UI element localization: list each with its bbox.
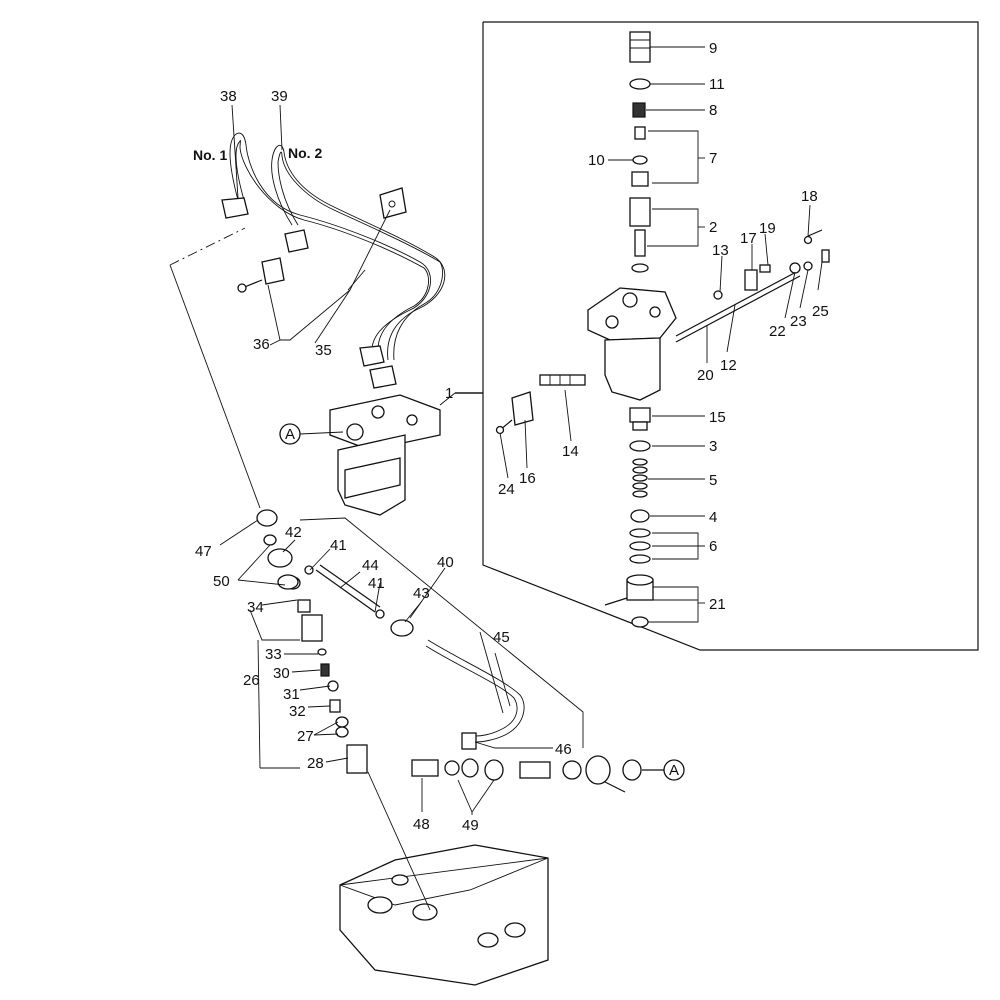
part-number-8: 8 <box>709 102 717 119</box>
part-number-32: 32 <box>289 703 306 720</box>
reference-letter-left: A <box>285 426 295 443</box>
part-number-1: 1 <box>445 385 453 402</box>
part-number-2: 2 <box>709 219 717 236</box>
part-number-11: 11 <box>709 76 725 93</box>
part-numbers: 9 11 8 7 10 2 13 17 19 18 22 23 25 12 20… <box>195 40 829 834</box>
part-number-15: 15 <box>709 409 726 426</box>
adjusting-shims <box>629 528 651 564</box>
pump-housing-detail <box>587 287 677 401</box>
part-number-38: 38 <box>220 88 237 105</box>
part-number-31: 31 <box>283 686 300 703</box>
part-number-25: 25 <box>812 303 829 320</box>
delivery-valve <box>631 126 649 187</box>
injection-pump-assembly <box>329 394 441 516</box>
cylinder-head <box>339 844 549 986</box>
plunger-spring <box>632 458 648 498</box>
reference-marker-a-right: A <box>663 759 685 781</box>
part-number-27: 27 <box>297 728 314 745</box>
part-number-36: 36 <box>253 336 270 353</box>
part-number-44: 44 <box>362 557 379 574</box>
tappet-assembly <box>604 574 654 628</box>
plunger-barrel <box>629 197 651 273</box>
o-ring <box>629 78 651 90</box>
part-number-21: 21 <box>709 596 726 613</box>
leader-lines <box>169 46 823 911</box>
part-number-19: 19 <box>759 220 776 237</box>
pipe-label-no1: No. 1 <box>193 147 227 163</box>
part-number-30: 30 <box>273 665 290 682</box>
part-number-47: 47 <box>195 543 212 560</box>
part-number-9: 9 <box>709 40 717 57</box>
part-number-18: 18 <box>801 188 818 205</box>
part-number-7: 7 <box>709 150 717 167</box>
upper-spring-seat <box>629 440 651 452</box>
part-number-41a: 41 <box>330 537 347 554</box>
part-number-26: 26 <box>243 672 260 689</box>
return-pipe-short <box>277 564 414 637</box>
part-number-14: 14 <box>562 443 579 460</box>
part-number-12: 12 <box>720 357 737 374</box>
part-number-13: 13 <box>712 242 729 259</box>
part-number-24: 24 <box>498 481 515 498</box>
part-number-45: 45 <box>493 629 510 646</box>
part-number-20: 20 <box>697 367 714 384</box>
part-number-16: 16 <box>519 470 536 487</box>
return-pipe-long <box>425 639 525 750</box>
part-number-6: 6 <box>709 538 717 555</box>
detail-frame <box>455 21 979 651</box>
control-rack <box>539 374 586 386</box>
part-number-23: 23 <box>790 313 807 330</box>
reference-marker-a-left: A <box>279 423 301 445</box>
part-number-43: 43 <box>413 585 430 602</box>
part-number-48: 48 <box>413 816 430 833</box>
rack-plate <box>495 391 534 435</box>
part-number-3: 3 <box>709 438 717 455</box>
delivery-valve-holder <box>629 31 651 63</box>
eye-bolt-row <box>411 755 665 793</box>
part-number-33: 33 <box>265 646 282 663</box>
control-rod <box>675 229 830 343</box>
valve-spring <box>632 102 646 118</box>
part-number-22: 22 <box>769 323 786 340</box>
part-number-4: 4 <box>709 509 717 526</box>
part-number-17: 17 <box>740 230 757 247</box>
clamp-bolt <box>237 257 285 293</box>
pipe-clamp <box>379 187 407 219</box>
injection-pipe-no1 <box>221 132 431 367</box>
part-number-40: 40 <box>437 554 454 571</box>
lower-spring-seat <box>630 509 650 523</box>
part-number-28: 28 <box>307 755 324 772</box>
part-number-35: 35 <box>315 342 332 359</box>
part-number-41b: 41 <box>368 575 385 592</box>
reference-letter-right: A <box>669 762 679 779</box>
part-number-5: 5 <box>709 472 717 489</box>
part-number-34: 34 <box>247 599 264 616</box>
part-number-42: 42 <box>285 524 302 541</box>
part-number-49: 49 <box>462 817 479 834</box>
part-number-50: 50 <box>213 573 230 590</box>
injection-pipe-no2 <box>271 144 446 389</box>
part-number-46: 46 <box>555 741 572 758</box>
overflow-valve-assembly <box>297 599 368 774</box>
part-number-10: 10 <box>588 152 605 169</box>
part-number-39: 39 <box>271 88 288 105</box>
pinion-gear <box>629 407 651 431</box>
pipe-label-no2: No. 2 <box>288 145 322 161</box>
